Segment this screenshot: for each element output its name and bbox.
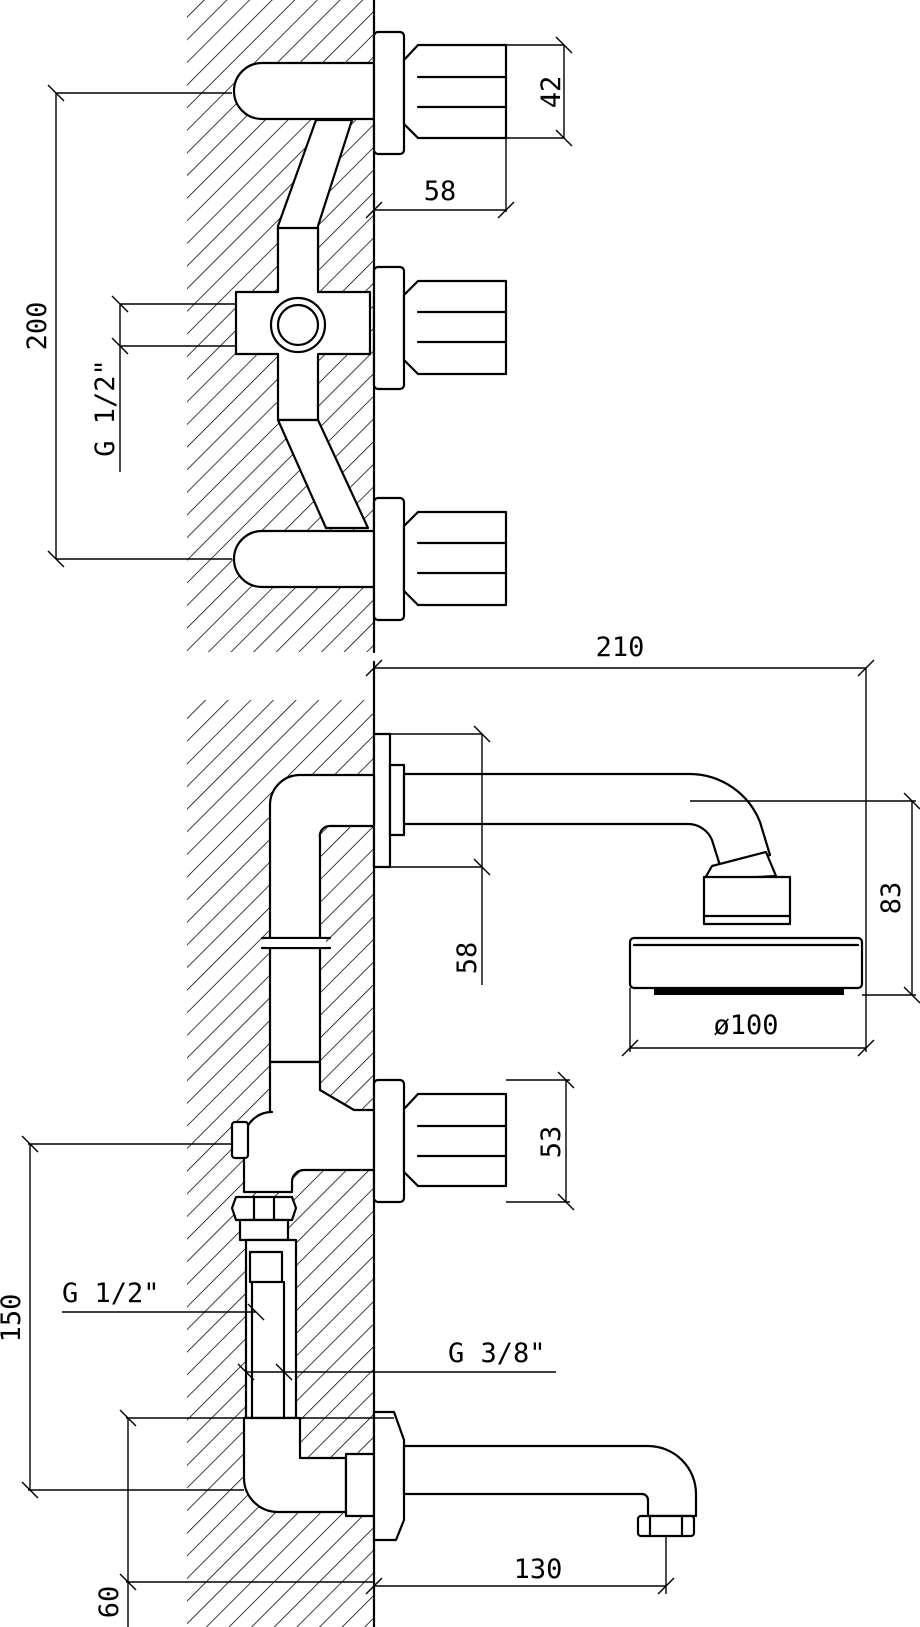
hex-nut (230, 1195, 298, 1222)
dim-shower-arm-depth: 58 (452, 942, 483, 975)
dim-shower-reach: 210 (596, 632, 645, 663)
dim-bottom-thread-small: G 3/8" (448, 1338, 546, 1369)
dim-bottom-knob-depth: 53 (536, 1126, 567, 1159)
bottom-knob (402, 1092, 508, 1188)
dim-shower-height: 83 (876, 882, 907, 915)
dim-shower-head-diameter: ø100 (713, 1010, 778, 1041)
dim-top-knob-depth: 42 (536, 76, 567, 109)
shower-wall-flange (372, 732, 392, 869)
top-knob-1 (402, 43, 508, 140)
top-dimensions (47, 36, 573, 568)
shower-dimensions (365, 659, 920, 1057)
dim-top-thread: G 1/2" (90, 359, 121, 457)
supply-pipe (244, 1238, 298, 1420)
shower-arm (402, 772, 772, 874)
shower-nozzles (654, 988, 844, 995)
top-valve-assembly (232, 30, 508, 622)
spout-aerator (636, 1514, 696, 1538)
dim-spout-drop: 60 (94, 1586, 125, 1619)
dim-bottom-height: 150 (0, 1294, 27, 1343)
dim-top-inlet-spacing: 200 (22, 302, 53, 351)
dim-spout-reach: 130 (514, 1554, 563, 1585)
top-knob-3 (402, 510, 508, 607)
bath-spout (402, 1444, 698, 1518)
top-flange-2 (372, 265, 406, 391)
top-knob-2 (402, 279, 508, 376)
spout-flange (372, 1410, 406, 1542)
top-flange-3 (372, 496, 406, 622)
bottom-mixer-assembly (230, 1060, 698, 1542)
dim-bottom-thread-large: G 1/2" (62, 1278, 160, 1309)
shower-flange-nut (388, 763, 406, 837)
bottom-flange (372, 1078, 406, 1204)
shower-assembly (260, 732, 864, 1064)
dim-top-projection: 58 (424, 176, 457, 207)
top-flange-1 (372, 30, 406, 156)
bottom-dimensions (21, 1071, 675, 1627)
